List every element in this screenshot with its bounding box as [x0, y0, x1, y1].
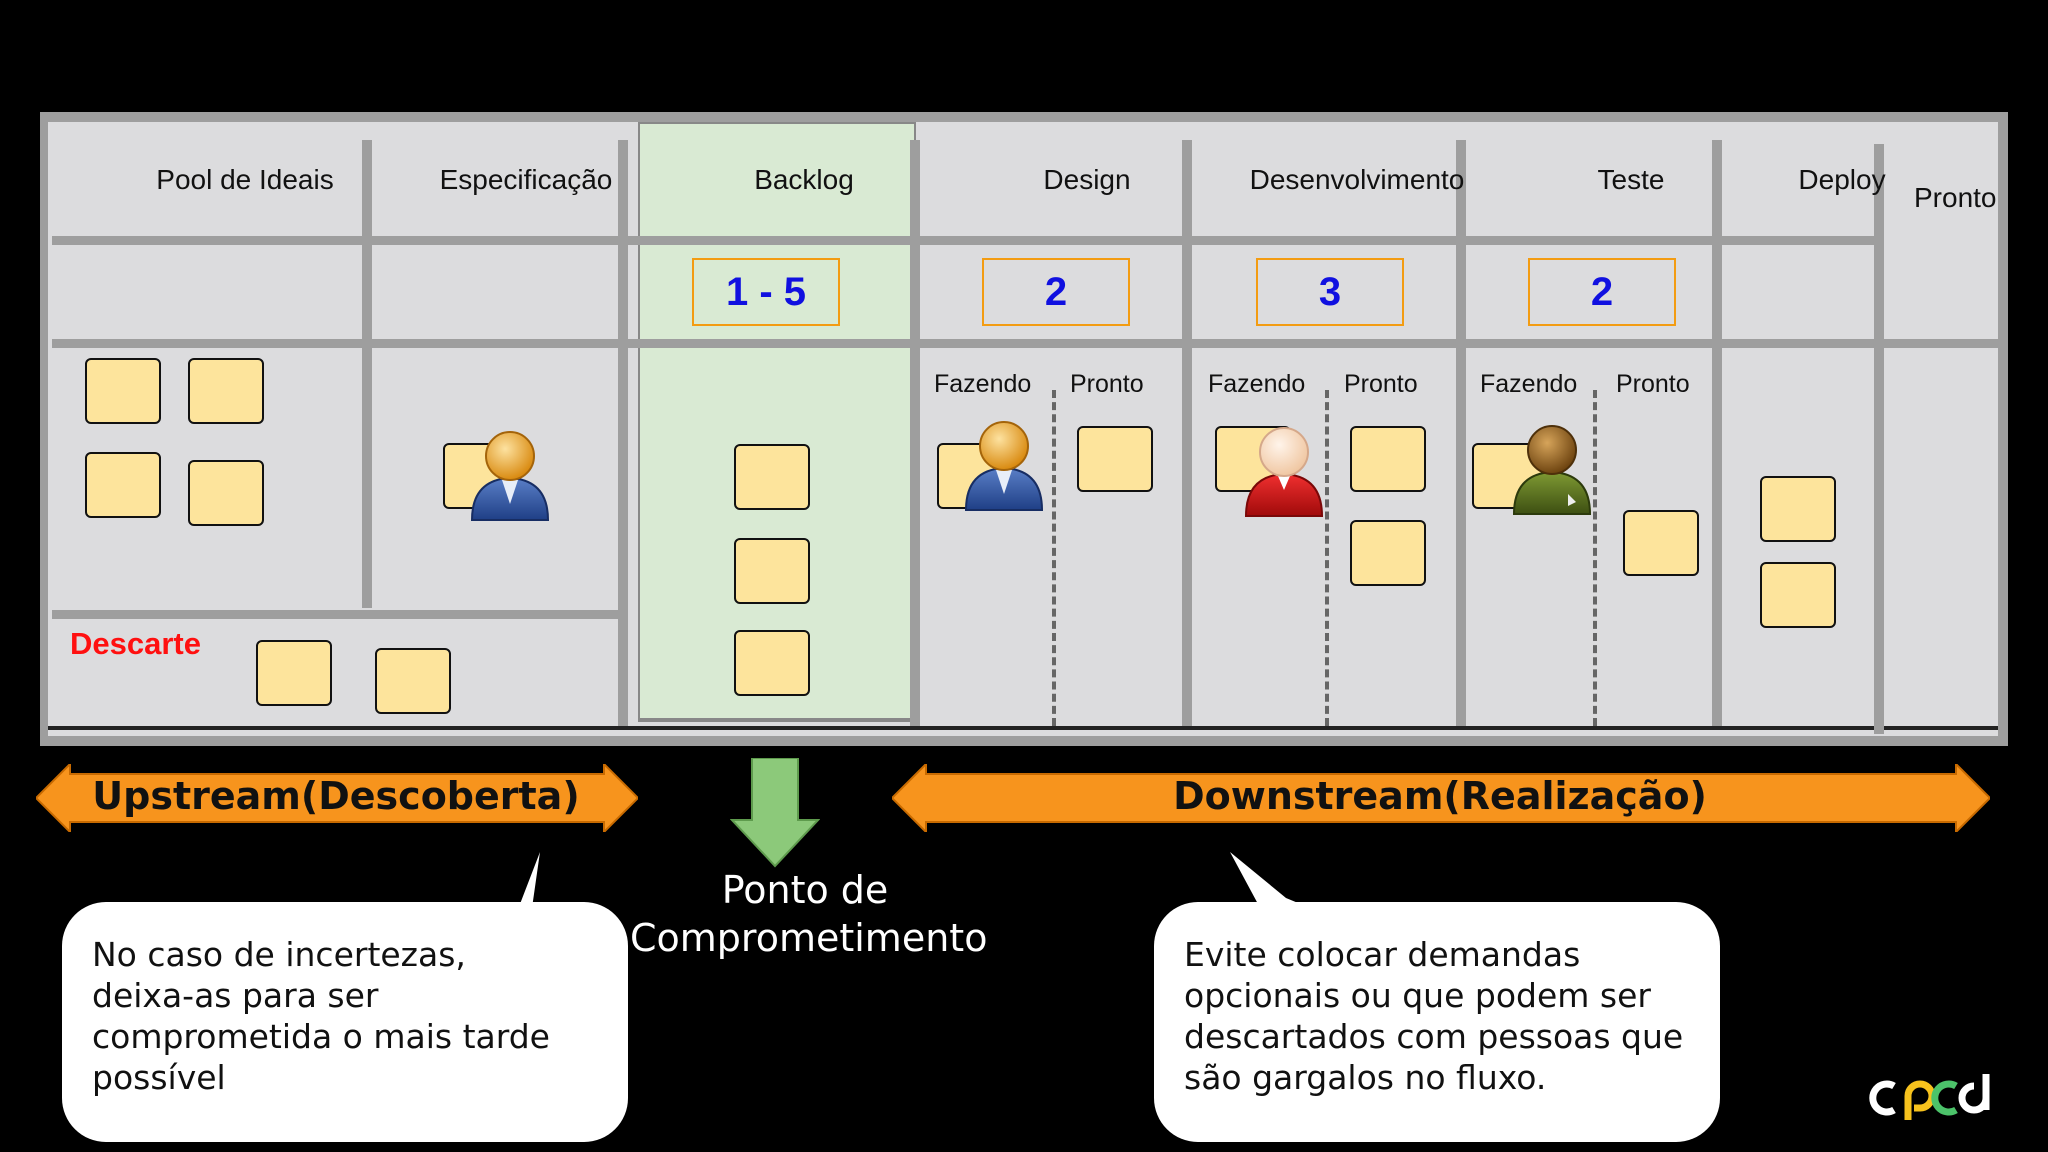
wip-limit-desenvolvimento: 3 — [1256, 258, 1404, 326]
column-divider — [910, 140, 920, 726]
downstream-label: Downstream(Realização) — [1173, 774, 1707, 818]
task-card[interactable] — [734, 538, 810, 604]
task-card[interactable] — [734, 444, 810, 510]
wip-limit-teste: 2 — [1528, 258, 1676, 326]
task-card[interactable] — [1623, 510, 1699, 576]
column-title-design: Design — [1043, 164, 1131, 195]
wip-divider — [52, 339, 1998, 348]
task-card[interactable] — [256, 640, 332, 706]
column-title-teste: Teste — [1597, 164, 1665, 195]
person-icon — [470, 431, 550, 521]
task-card[interactable] — [85, 358, 161, 424]
task-card[interactable] — [1760, 562, 1836, 628]
task-card[interactable] — [1350, 426, 1426, 492]
backlog-column-highlight — [638, 122, 916, 722]
task-card[interactable] — [1350, 520, 1426, 586]
task-card[interactable] — [1760, 476, 1836, 542]
header-divider — [52, 236, 1882, 245]
left-callout — [62, 902, 628, 1142]
task-card[interactable] — [1077, 426, 1153, 492]
subcolumn-teste-pronto: Pronto — [1616, 370, 1690, 398]
task-card[interactable] — [85, 452, 161, 518]
person-icon — [964, 421, 1044, 511]
person-icon — [1512, 425, 1592, 515]
board-bottom-line — [48, 726, 1998, 730]
subcolumn-separator — [1052, 390, 1056, 726]
descarte-label: Descarte — [70, 626, 201, 661]
column-divider — [1874, 144, 1884, 734]
column-title-especificacao: Especificação — [439, 164, 613, 195]
column-title-desenvolvimento: Desenvolvimento — [1249, 164, 1465, 195]
person-icon — [1244, 427, 1324, 517]
left-callout-text: No caso de incertezas, deixa-as para ser… — [92, 935, 550, 1097]
commitment-arrow-icon — [730, 758, 820, 868]
board-surface — [48, 122, 1998, 736]
subcolumn-design-fazendo: Fazendo — [934, 370, 1032, 398]
subcolumn-dev-fazendo: Fazendo — [1208, 370, 1306, 398]
wip-limit-design: 2 — [982, 258, 1130, 326]
wip-limit-backlog: 1 - 5 — [692, 258, 840, 326]
upstream-band — [36, 764, 638, 832]
column-title-pool-de-ideais: Pool de Ideais — [156, 164, 334, 195]
subcolumn-teste-fazendo: Fazendo — [1480, 370, 1578, 398]
brand-logo — [1869, 1074, 1990, 1120]
commitment-point-label: Ponto de Comprometimento — [630, 868, 988, 960]
kanban-board: Pool de Ideais Especificação Backlog Des… — [40, 112, 2008, 746]
column-title-deploy: Deploy — [1798, 164, 1886, 195]
task-card[interactable] — [734, 630, 810, 696]
task-card[interactable] — [188, 358, 264, 424]
column-divider — [1456, 140, 1466, 726]
subcolumn-design-pronto: Pronto — [1070, 370, 1144, 398]
downstream-band — [892, 764, 1990, 832]
backlog-bottom-line — [638, 718, 916, 721]
column-divider — [618, 140, 628, 726]
subcolumn-separator — [1593, 390, 1597, 726]
right-callout — [1154, 902, 1720, 1142]
upstream-label: Upstream(Descoberta) — [92, 774, 580, 818]
task-card[interactable] — [375, 648, 451, 714]
column-title-backlog: Backlog — [754, 164, 854, 195]
subcolumn-dev-pronto: Pronto — [1344, 370, 1418, 398]
right-callout-text: Evite colocar demandas opcionais ou que … — [1184, 935, 1684, 1097]
column-divider — [1182, 140, 1192, 726]
column-divider — [362, 140, 372, 608]
column-title-pronto: Pronto — [1914, 182, 1997, 213]
descarte-divider — [52, 610, 620, 619]
task-card[interactable] — [188, 460, 264, 526]
subcolumn-separator — [1325, 390, 1329, 726]
column-divider — [1712, 140, 1722, 726]
